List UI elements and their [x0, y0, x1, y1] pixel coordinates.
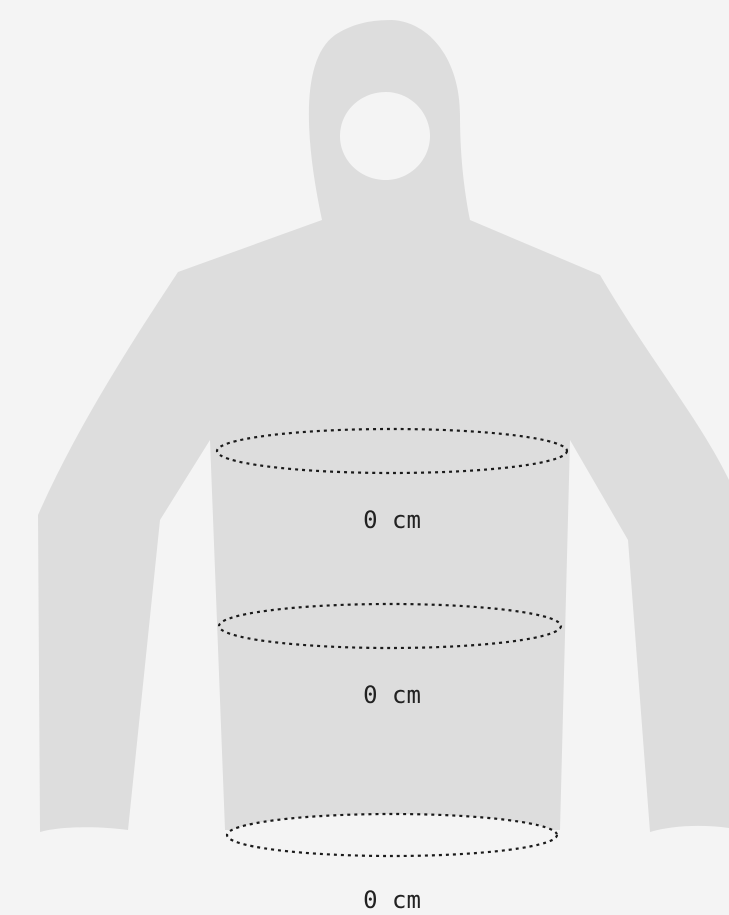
chest-measure-label: 0 cm [363, 506, 421, 534]
hip-measure-ring [227, 814, 557, 856]
hip-measure-label: 0 cm [363, 886, 421, 914]
waist-measure-label: 0 cm [363, 681, 421, 709]
